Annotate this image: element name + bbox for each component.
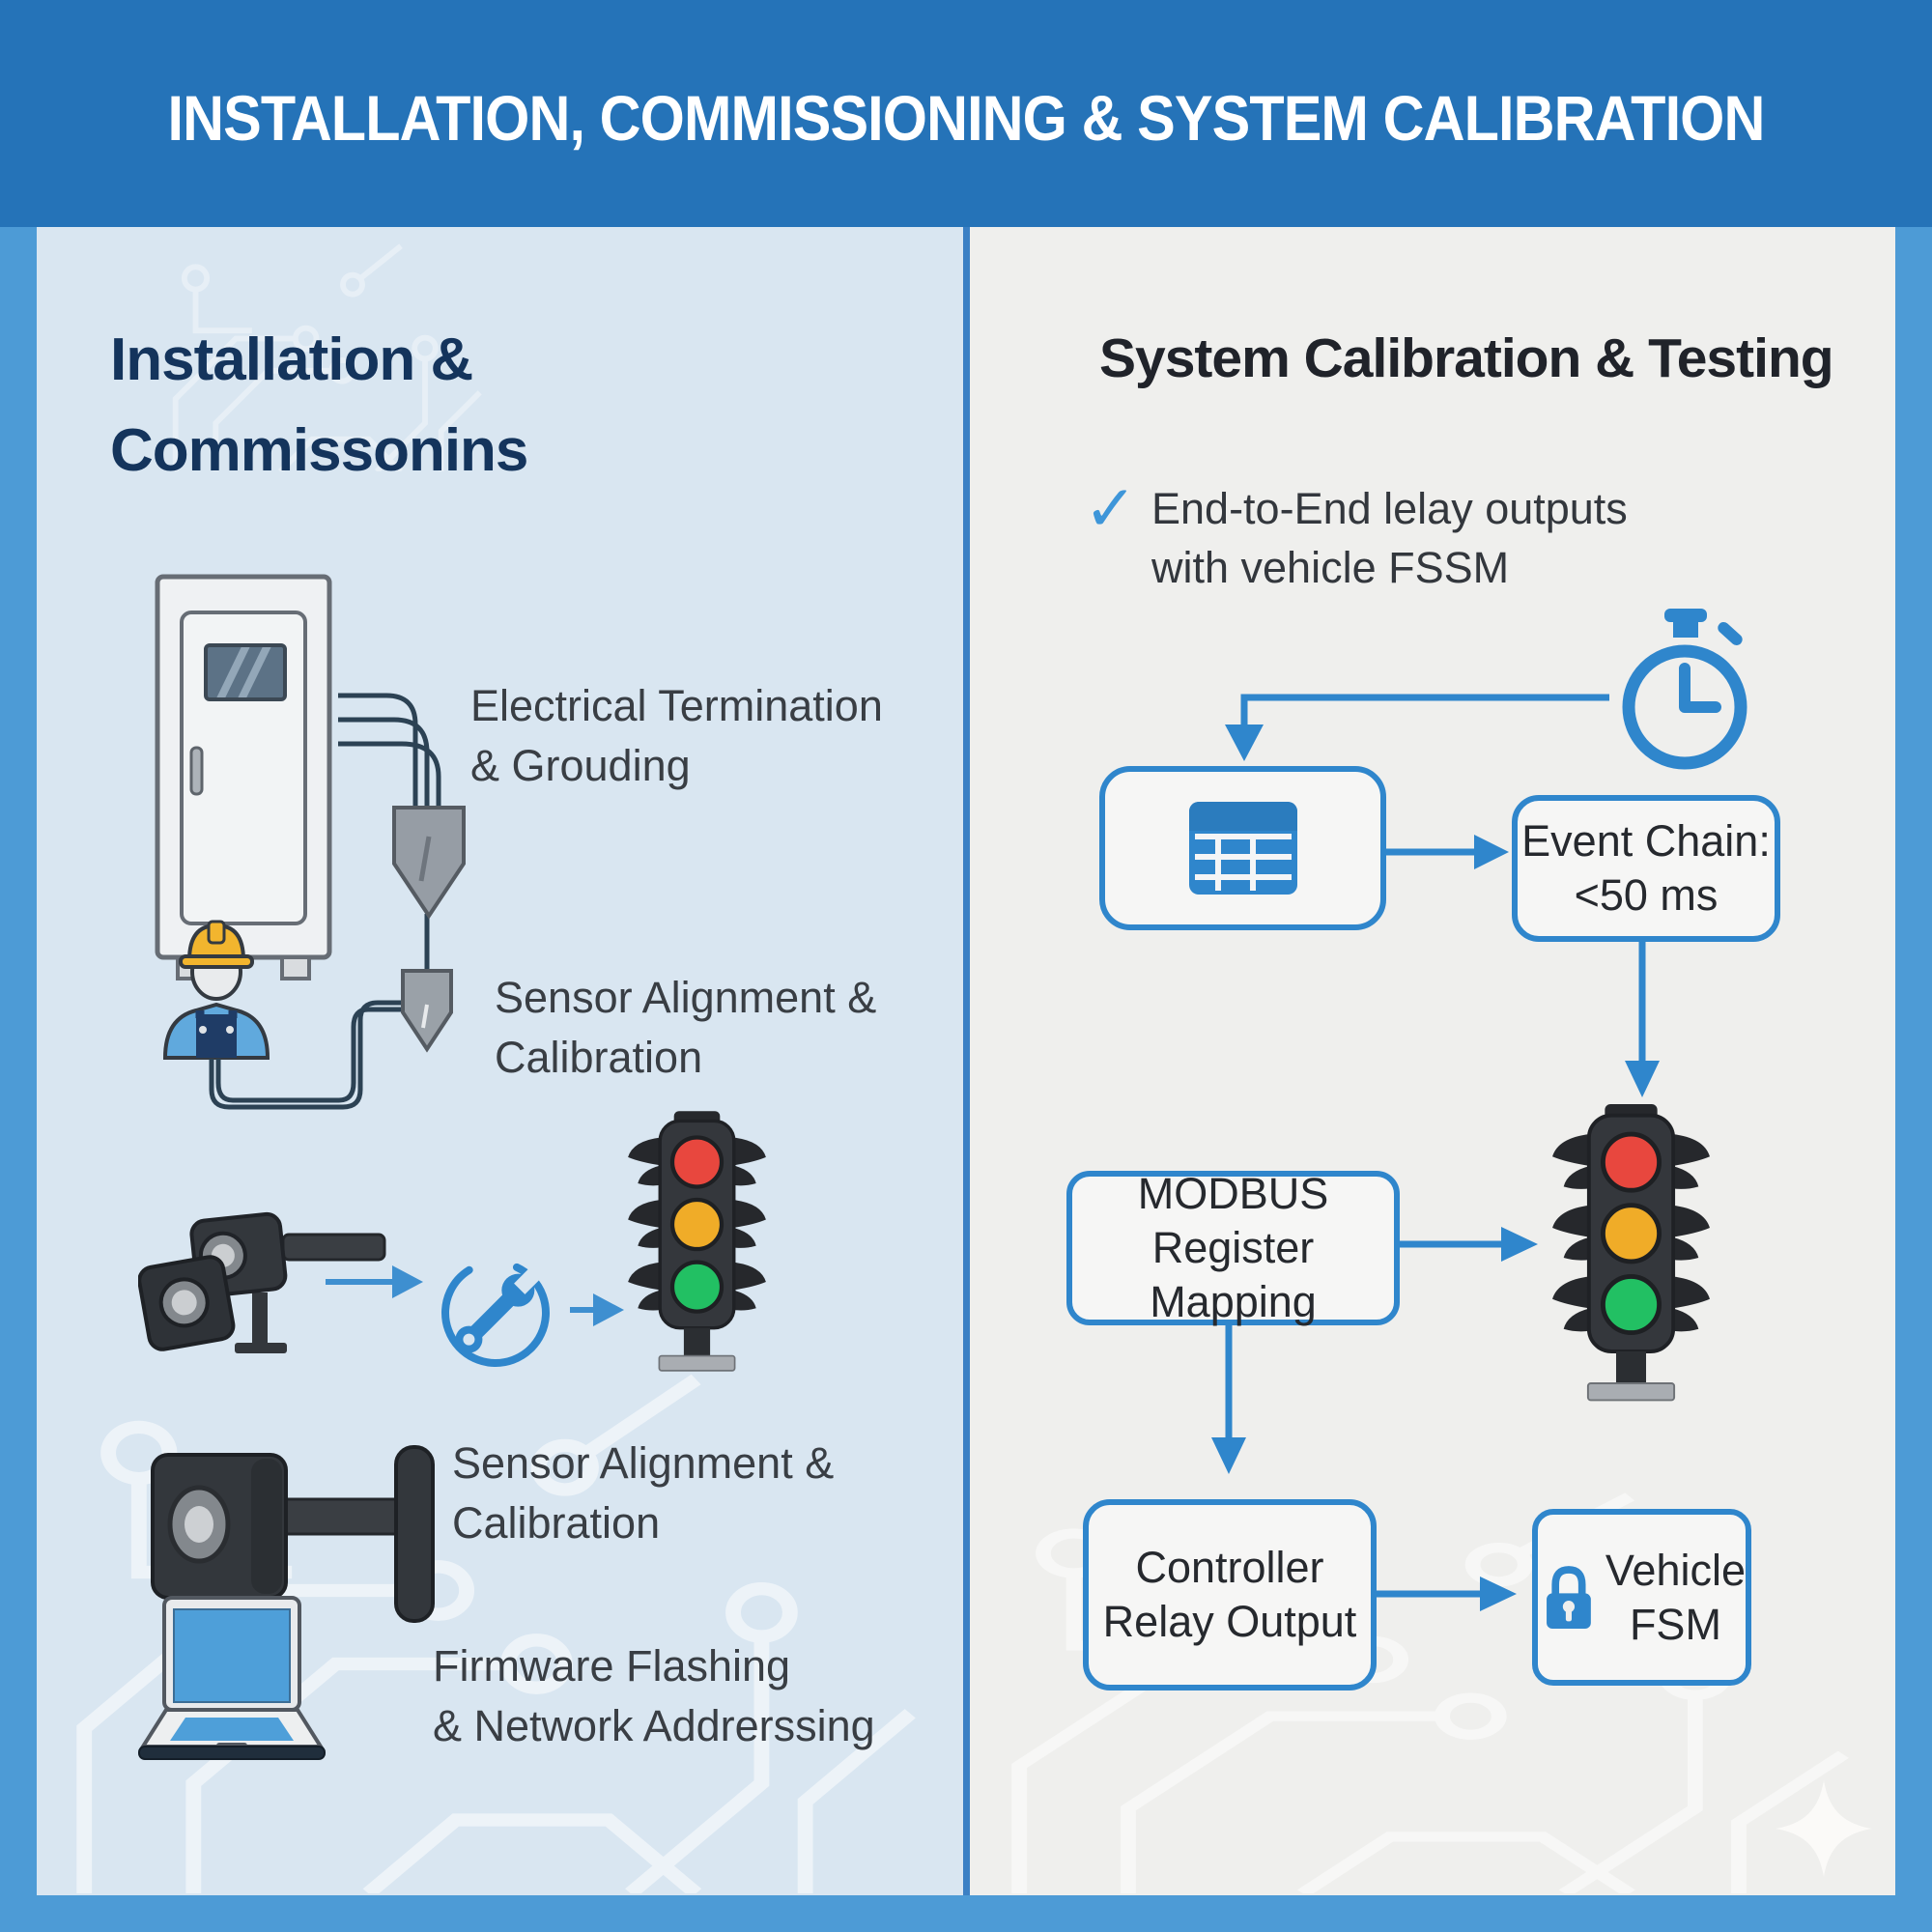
left-panel-heading: Installation & Commissonins <box>110 315 528 497</box>
sparkle-icon <box>1776 1780 1872 1877</box>
label-line: Calibration <box>495 1033 703 1082</box>
label-line: & Grouding <box>470 741 691 790</box>
label-line: Sensor Alignment & <box>495 973 877 1022</box>
label-sensor-alignment-2: Sensor Alignment & Calibration <box>452 1434 834 1553</box>
event-chain-box: Event Chain: <50 ms <box>1512 795 1780 942</box>
panel-divider <box>963 227 970 1895</box>
label-line: Electrical Termination <box>470 681 883 730</box>
event-chain-line1: Event Chain: <box>1521 816 1771 866</box>
label-firmware-flashing: Firmware Flashing & Network Addrerssing <box>433 1636 875 1756</box>
controller-line1: Controller <box>1135 1543 1324 1592</box>
right-panel-heading: System Calibration & Testing <box>1099 327 1834 389</box>
label-line: Firmware Flashing <box>433 1641 791 1690</box>
modbus-box: MODBUS Register Mapping <box>1066 1169 1400 1326</box>
stopwatch-icon <box>1622 609 1747 770</box>
label-line: & Network Addrerssing <box>433 1701 875 1750</box>
controller-relay-box: Controller Relay Output <box>1083 1499 1377 1690</box>
modbus-line1: MODBUS <box>1137 1169 1329 1218</box>
label-line: Calibration <box>452 1498 661 1548</box>
header-bar: INSTALLATION, COMMISSIONING & SYSTEM CAL… <box>0 0 1932 227</box>
bullet-end-to-end: End-to-End lelay outputs with vehicle FS… <box>1151 479 1628 597</box>
left-heading-line2: Commissonins <box>110 417 528 484</box>
event-chain-line2: <50 ms <box>1574 870 1719 920</box>
label-line: Sensor Alignment & <box>452 1438 835 1488</box>
left-heading-line1: Installation & <box>110 327 473 393</box>
register-table-box <box>1099 766 1386 930</box>
right-flow-arrowheads <box>1211 724 1660 1611</box>
wrench-circle-icon <box>441 1259 550 1367</box>
laptop-icon <box>138 1596 326 1760</box>
vehicle-fsm-box: Vehicle FSM <box>1532 1509 1751 1686</box>
bullet-line: with vehicle FSSM <box>1151 543 1510 592</box>
lock-icon <box>1547 1565 1591 1629</box>
register-table-icon <box>1188 802 1297 895</box>
controller-line2: Relay Output <box>1102 1597 1357 1646</box>
worker-icon <box>162 920 270 1060</box>
vehicle-line2: FSM <box>1629 1599 1721 1649</box>
label-electrical-termination: Electrical Termination & Grouding <box>470 676 883 796</box>
ground-arrow-icons <box>392 806 466 1053</box>
cabinet-wires <box>209 693 441 1110</box>
camera-pair-icon <box>138 1211 386 1353</box>
vehicle-line1: Vehicle <box>1605 1545 1746 1595</box>
right-flow-connectors <box>1225 694 1646 1598</box>
left-flow-arrows <box>326 1279 593 1313</box>
modbus-line2: Register Mapping <box>1150 1223 1317 1326</box>
electrical-cabinet-icon <box>155 574 332 980</box>
label-sensor-alignment-1: Sensor Alignment & Calibration <box>495 968 876 1088</box>
bullet-line: End-to-End lelay outputs <box>1151 484 1628 533</box>
check-icon: ✓ <box>1084 472 1138 544</box>
page-title: INSTALLATION, COMMISSIONING & SYSTEM CAL… <box>167 82 1766 154</box>
